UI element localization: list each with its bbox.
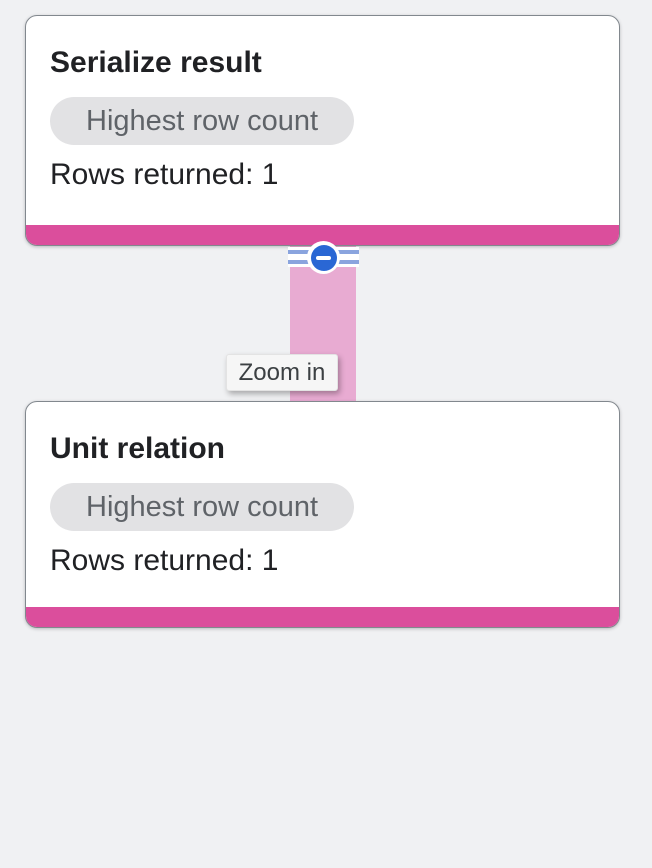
node-title: Serialize result [50, 46, 262, 79]
rows-returned-label: Rows returned: 1 [50, 158, 279, 191]
collapse-edge-button[interactable] [307, 241, 340, 274]
zoom-in-tooltip: Zoom in [226, 354, 338, 391]
node-title: Unit relation [50, 432, 226, 465]
node-card-unit-relation[interactable]: Unit relation Highest row count Rows ret… [25, 401, 620, 628]
row-count-accent-bar [26, 607, 619, 627]
minus-icon [316, 255, 331, 260]
zoom-in-tooltip-label: Zoom in [238, 358, 326, 386]
minus-circle-icon [310, 244, 337, 271]
highest-row-count-badge: Highest row count [50, 97, 355, 145]
rows-returned-label: Rows returned: 1 [50, 544, 279, 577]
highest-row-count-badge: Highest row count [50, 483, 355, 531]
node-card-serialize-result[interactable]: Serialize result Highest row count Rows … [25, 15, 620, 246]
row-count-accent-bar [26, 225, 619, 245]
